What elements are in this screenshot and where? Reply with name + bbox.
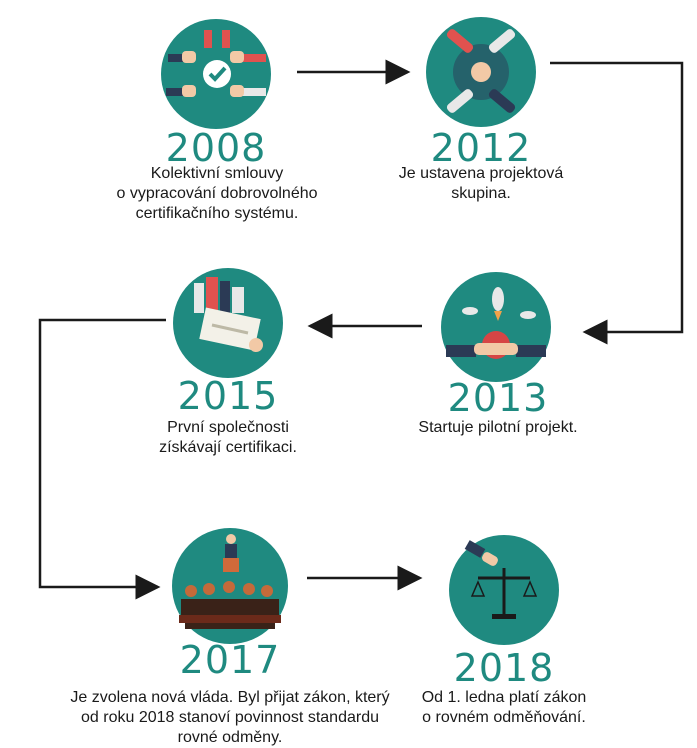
year-2012: 2012 (430, 126, 532, 170)
desc-2013: Startuje pilotní projekt. (418, 419, 578, 436)
year-2013: 2013 (447, 376, 549, 420)
team-hands-icon (426, 17, 536, 127)
parliament-speaker-icon (172, 528, 288, 644)
certificate-icon (173, 268, 283, 378)
arrow-2015-2017 (38, 318, 166, 600)
rocket-handshake-icon (441, 272, 551, 382)
desc-2008: Kolektivní smlouvy o vypracování dobrovo… (116, 165, 318, 222)
desc-2015: První společnosti získávají certifikaci. (159, 419, 297, 456)
year-2017: 2017 (179, 638, 281, 682)
arrow-2012-2013 (550, 61, 684, 345)
scales-icon (449, 535, 559, 645)
desc-2012: Je ustavena projektová skupina. (398, 165, 564, 202)
thumbs-up-check-icon (161, 19, 271, 129)
year-2015: 2015 (177, 374, 279, 418)
desc-2018: Od 1. ledna platí zákon o rovném odměňov… (421, 689, 587, 726)
year-2008: 2008 (165, 126, 267, 170)
year-2018: 2018 (453, 646, 555, 690)
desc-2017: Je zvolena nová vláda. Byl přijat zákon,… (70, 689, 390, 746)
